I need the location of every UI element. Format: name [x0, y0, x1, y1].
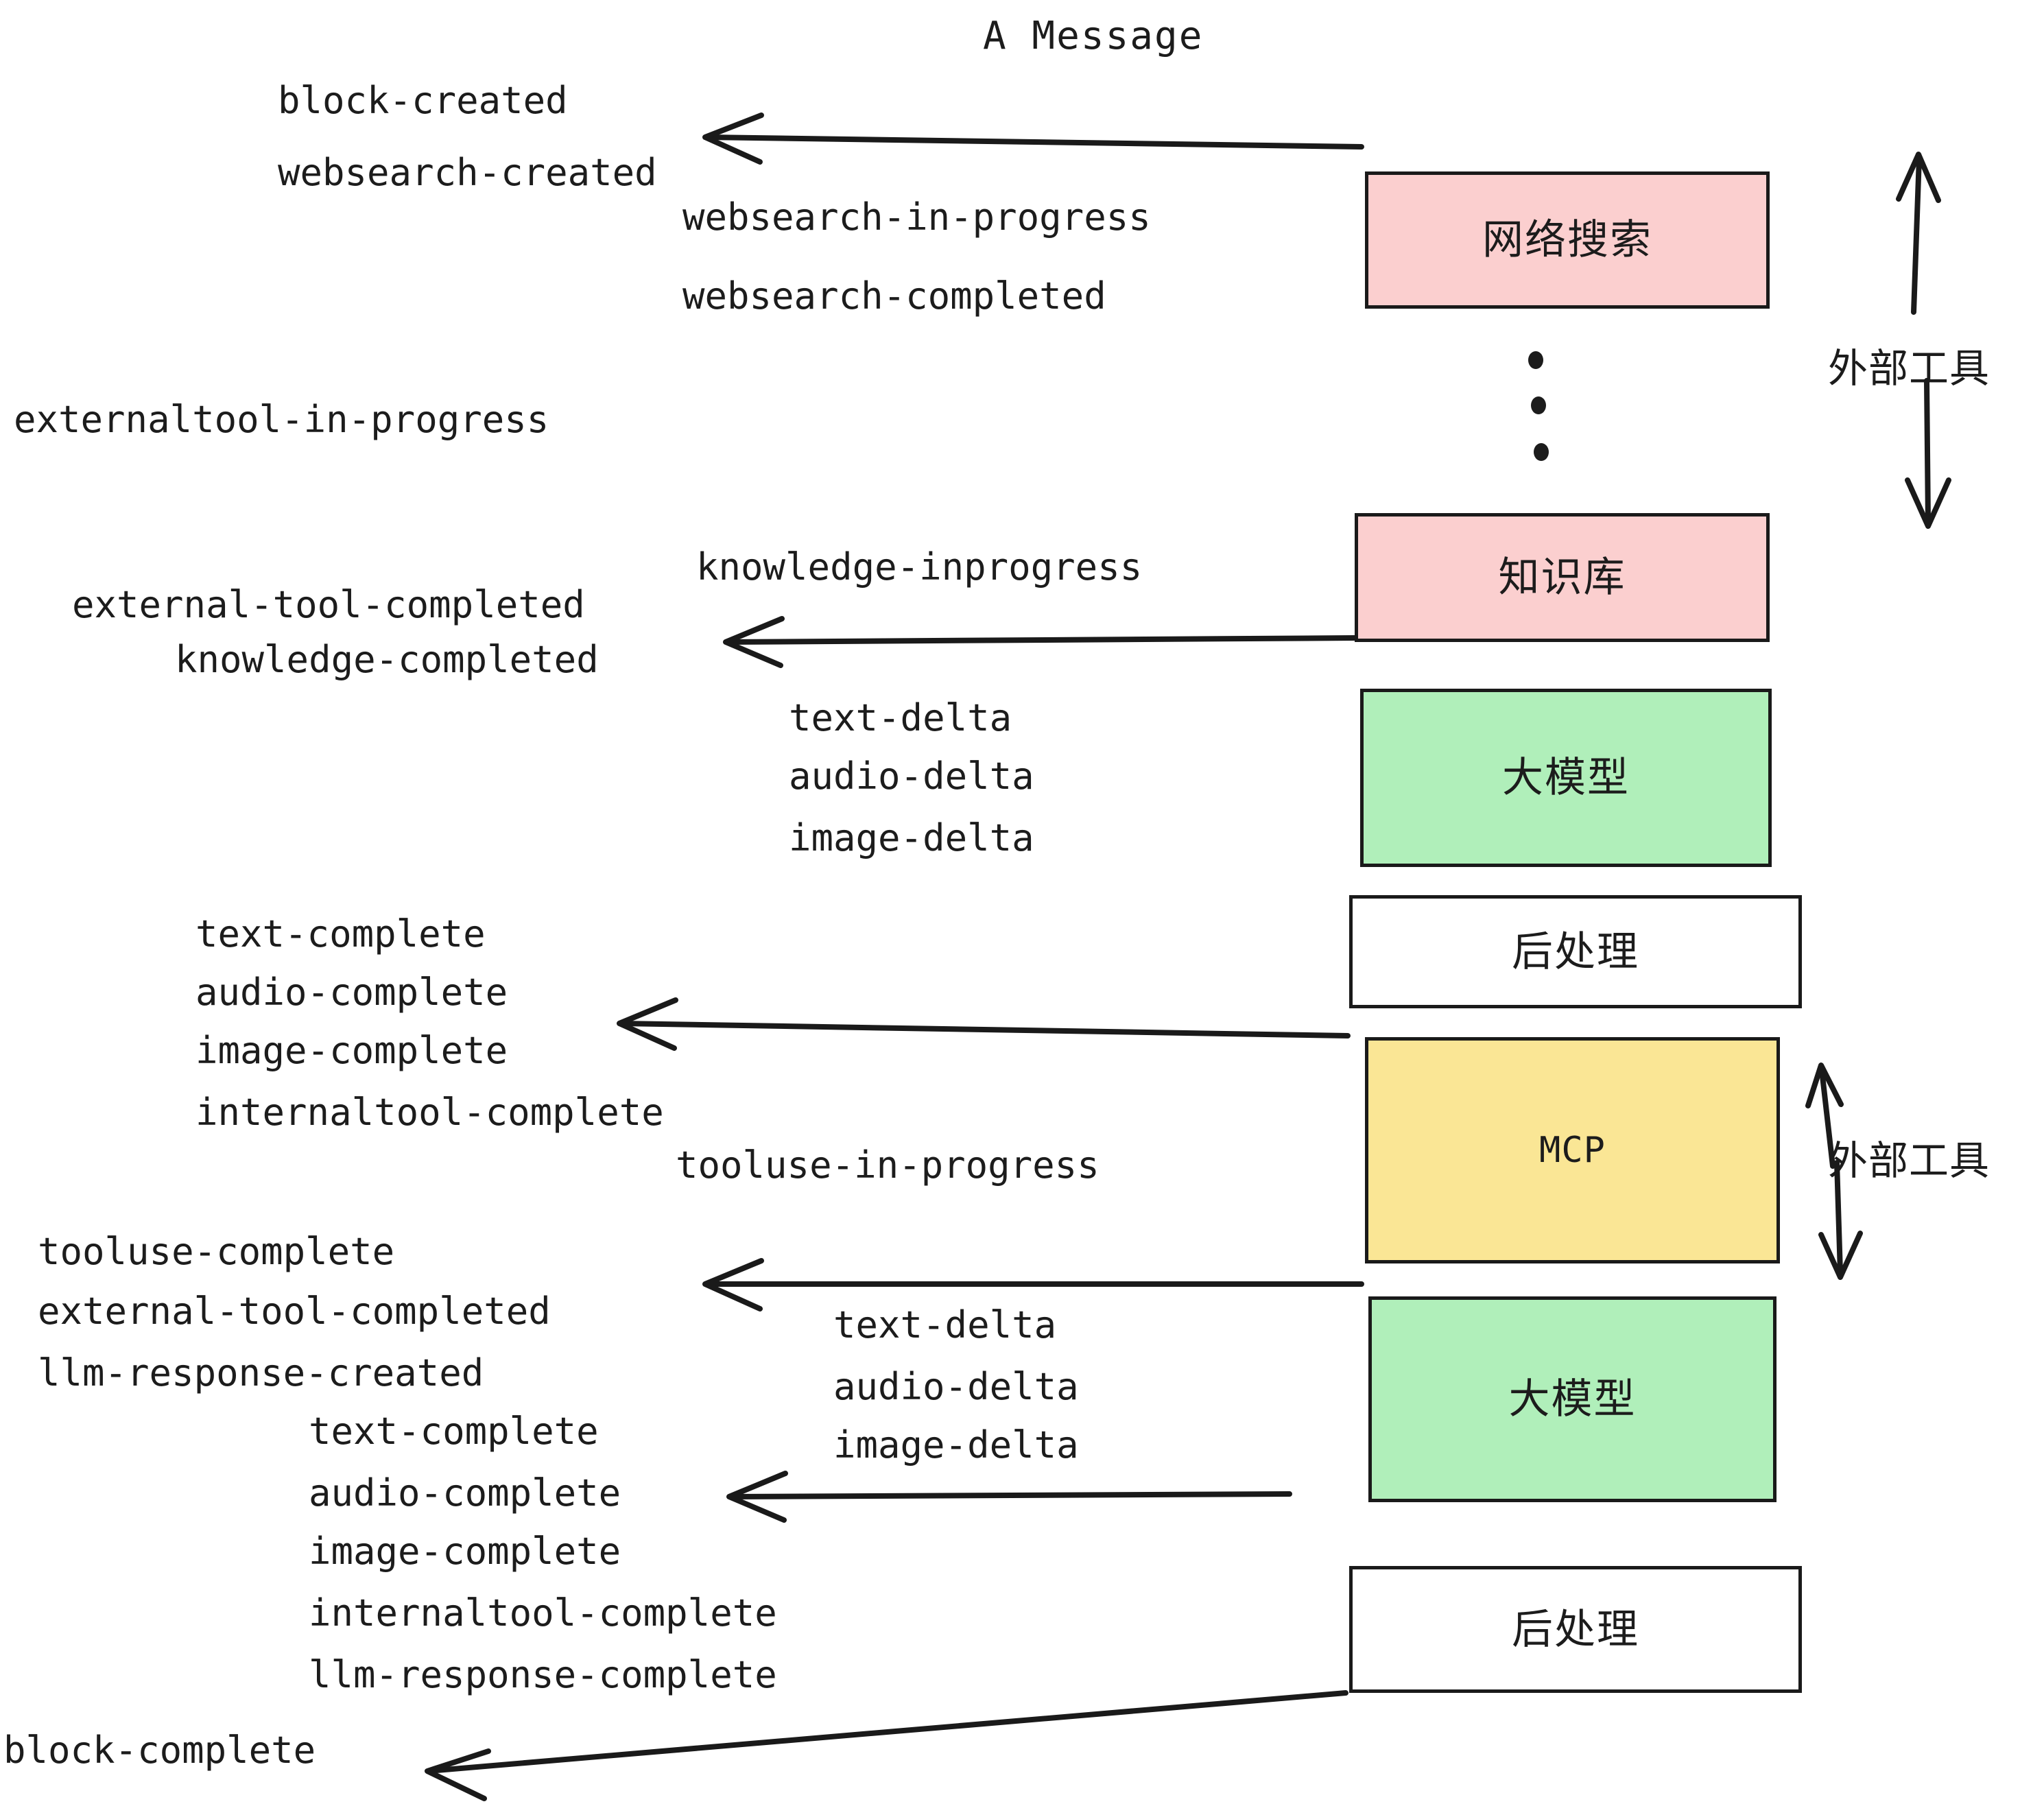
box-websearch: 网络搜索	[1365, 171, 1770, 309]
event-label-image-complete-2: image-complete	[309, 1530, 621, 1573]
event-label-audio-delta-2: audio-delta	[833, 1365, 1079, 1408]
box-mcp: MCP	[1365, 1037, 1780, 1263]
event-label-audio-delta-1: audio-delta	[789, 755, 1034, 798]
event-label-llm-response-created: llm-response-created	[38, 1351, 484, 1394]
event-label-image-delta-1: image-delta	[789, 816, 1034, 859]
box-knowledge: 知识库	[1355, 513, 1770, 642]
event-label-image-complete-1: image-complete	[195, 1029, 508, 1072]
box-label-postprocess-2: 后处理	[1512, 1605, 1639, 1654]
event-label-external-tool-completed-2: external-tool-completed	[38, 1290, 551, 1333]
event-label-image-delta-2: image-delta	[833, 1423, 1079, 1467]
event-label-websearch-in-progress: websearch-in-progress	[682, 195, 1151, 239]
page-title: A Message	[983, 14, 1204, 58]
side-label-external-tool-top: 外部工具	[1828, 345, 1990, 392]
event-label-text-complete-2: text-complete	[309, 1410, 599, 1453]
event-label-text-delta-2: text-delta	[833, 1303, 1057, 1346]
event-label-tooluse-in-progress: tooluse-in-progress	[676, 1143, 1100, 1187]
event-label-externaltool-in-progress: externaltool-in-progress	[14, 398, 549, 441]
box-postprocess-2: 后处理	[1349, 1566, 1802, 1693]
arrow-external-tool-down-top	[1905, 378, 1951, 529]
box-llm-1: 大模型	[1360, 689, 1772, 867]
box-label-postprocess-1: 后处理	[1512, 927, 1639, 976]
event-label-websearch-completed: websearch-completed	[682, 274, 1106, 318]
event-label-internaltool-complete-1: internaltool-complete	[195, 1091, 664, 1134]
event-label-tooluse-complete: tooluse-complete	[38, 1230, 395, 1273]
arrow-post1-to-image-complete	[617, 997, 1351, 1051]
event-label-block-created: block-created	[278, 79, 568, 122]
ellipsis-dot-1	[1528, 351, 1543, 369]
ellipsis-dot-2	[1531, 396, 1546, 414]
arrow-mcp-to-tooluse-complete	[702, 1258, 1364, 1312]
box-label-llm-1: 大模型	[1502, 754, 1630, 802]
arrow-websearch-to-created	[702, 112, 1364, 165]
event-label-websearch-created: websearch-created	[278, 151, 657, 194]
event-label-knowledge-completed: knowledge-completed	[175, 638, 599, 681]
box-postprocess-1: 后处理	[1349, 895, 1802, 1008]
box-label-websearch: 网络搜索	[1482, 216, 1652, 264]
box-label-mcp: MCP	[1539, 1130, 1606, 1171]
box-label-knowledge: 知识库	[1498, 554, 1626, 602]
arrow-llm2-to-audio-complete	[726, 1471, 1292, 1523]
arrow-knowledge-to-completed	[723, 616, 1357, 668]
event-label-llm-response-complete: llm-response-complete	[309, 1653, 777, 1696]
event-label-text-delta-1: text-delta	[789, 696, 1012, 739]
arrow-external-tool-up-top	[1896, 152, 1941, 315]
event-label-internaltool-complete-2: internaltool-complete	[309, 1591, 777, 1635]
event-label-text-complete-1: text-complete	[195, 912, 486, 956]
ellipsis-dot-3	[1534, 443, 1549, 461]
box-llm-2: 大模型	[1368, 1296, 1776, 1502]
event-label-knowledge-inprogress: knowledge-inprogress	[696, 545, 1143, 589]
event-label-block-complete: block-complete	[3, 1729, 316, 1772]
event-label-external-tool-completed-1: external-tool-completed	[72, 583, 585, 626]
side-label-external-tool-bottom: 外部工具	[1828, 1137, 1990, 1184]
event-label-audio-complete-1: audio-complete	[195, 971, 508, 1014]
event-label-audio-complete-2: audio-complete	[309, 1471, 621, 1515]
box-label-llm-2: 大模型	[1508, 1375, 1637, 1423]
arrow-post2-to-block-complete	[425, 1690, 1348, 1801]
